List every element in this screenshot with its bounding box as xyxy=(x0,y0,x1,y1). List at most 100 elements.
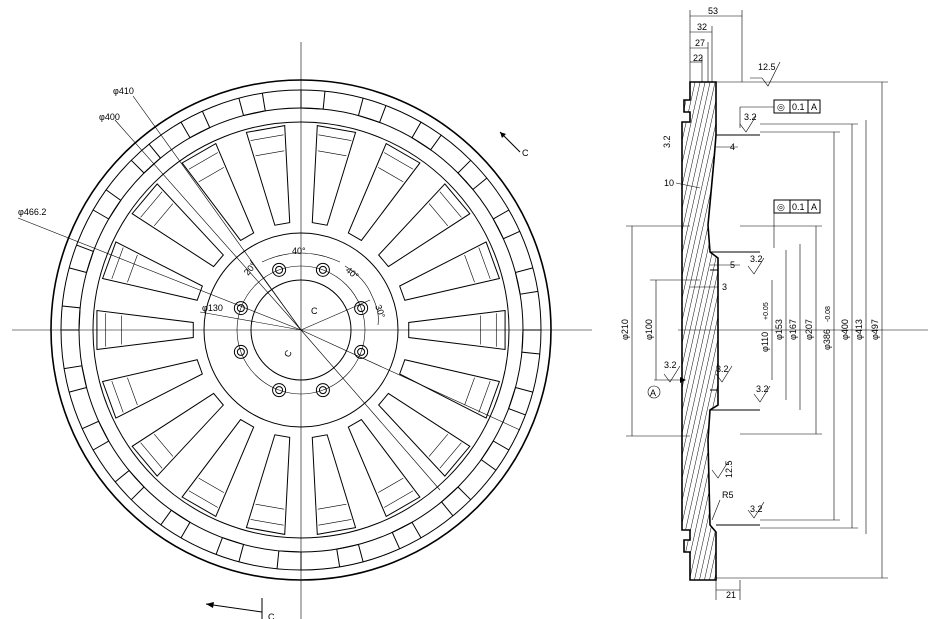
rim-notch xyxy=(521,329,541,355)
tolerance-frame-mid: ◎ 0.1 A xyxy=(773,199,821,248)
angle-40-right-label: 40° xyxy=(344,265,361,282)
spoke-slot xyxy=(101,241,203,301)
angle-40-top-label: 40° xyxy=(292,246,306,256)
dia-153: φ153 xyxy=(774,319,784,340)
rim-notch xyxy=(508,386,533,416)
dia-210: φ210 xyxy=(620,319,630,340)
svg-text:12.5: 12.5 xyxy=(724,460,734,478)
section-arrow-bottom: C xyxy=(205,598,275,619)
spoke-slot xyxy=(96,309,194,351)
svg-text:C: C xyxy=(268,612,275,619)
svg-text:A: A xyxy=(650,388,656,398)
roughness-3-2-b: 3.2 xyxy=(747,254,765,275)
right-diameter-dims xyxy=(716,81,888,579)
bolt-hole xyxy=(315,383,330,398)
rim-notch xyxy=(514,267,538,295)
tolerance-frame-top: ◎ 0.1 A xyxy=(739,99,821,128)
dia-400-label: φ400 xyxy=(99,112,120,122)
svg-text:A: A xyxy=(811,202,817,212)
dim-22: 22 xyxy=(693,53,703,63)
spoke-slot xyxy=(181,418,255,518)
hub-bore-circle xyxy=(250,279,352,381)
dia-110: φ110 xyxy=(760,332,770,352)
dim-3: 3 xyxy=(722,282,727,292)
spoke-slot xyxy=(408,309,506,351)
dim-53: 53 xyxy=(708,6,718,16)
rim-notch xyxy=(160,509,191,539)
dia-100: φ100 xyxy=(644,319,654,340)
rim-notch xyxy=(336,543,364,567)
dim-27: 27 xyxy=(695,38,705,48)
spoke-slot xyxy=(399,359,501,419)
dia-400-section: φ400 xyxy=(840,319,850,340)
spoke-slot xyxy=(311,125,357,226)
hub-outer-circle xyxy=(203,232,399,428)
svg-text:C: C xyxy=(522,148,529,158)
dia-167: φ167 xyxy=(788,319,798,340)
svg-text:◎: ◎ xyxy=(777,102,785,112)
svg-text:3.2: 3.2 xyxy=(716,364,729,374)
roughness-top: 12.5 xyxy=(758,62,776,72)
dia-410-label: φ410 xyxy=(113,86,134,96)
spoke-slot xyxy=(101,359,203,419)
dia-110-tol: +0.05 xyxy=(763,302,770,320)
svg-text:◎: ◎ xyxy=(777,202,785,212)
bolt-circle xyxy=(236,265,366,395)
section-view: 53 32 27 22 12.5 ◎ 0.1 A ◎ 0.1 A xyxy=(620,6,928,600)
rim-notch xyxy=(130,143,162,174)
rim-notch xyxy=(238,93,266,117)
roughness-3-2-side: 3.2 xyxy=(662,135,672,148)
rim-notch xyxy=(180,111,211,139)
svg-text:3.2: 3.2 xyxy=(664,360,677,370)
bolt-hole xyxy=(233,344,248,359)
roughness-3-2-c: 3.2 xyxy=(663,360,681,383)
rim-notch xyxy=(92,189,122,220)
dia-497: φ497 xyxy=(870,319,880,340)
roughness-12-5-bottom: 12.5 xyxy=(711,460,734,479)
section-arrow-top: C xyxy=(499,131,529,158)
svg-text:3.2: 3.2 xyxy=(750,504,763,514)
spokes xyxy=(96,125,506,535)
spoke-slot xyxy=(378,183,471,268)
spoke-slot xyxy=(245,125,291,226)
rim-notch xyxy=(391,521,422,549)
angle-30-label: 30° xyxy=(373,303,387,320)
svg-text:0.1: 0.1 xyxy=(792,102,805,112)
rim-notch xyxy=(480,440,510,471)
rim-notch xyxy=(440,486,472,517)
dia-130-label: φ130 xyxy=(202,303,223,313)
roughness-3-2-f: 3.2 xyxy=(747,501,765,519)
bolt-hole xyxy=(272,383,287,398)
rim-notch xyxy=(457,159,488,191)
rim-notch xyxy=(82,420,110,451)
rim-notch xyxy=(276,550,302,570)
dim-10: 10 xyxy=(664,178,674,188)
rim-notches xyxy=(61,90,541,570)
spoke-slot xyxy=(399,241,501,301)
center-mark: C xyxy=(311,306,318,316)
rim-notch xyxy=(114,469,145,501)
bolt-hole xyxy=(354,344,369,359)
spoke-slot xyxy=(181,142,255,242)
svg-text:3.2: 3.2 xyxy=(662,135,672,148)
rim-notch xyxy=(215,537,245,562)
rim-notch xyxy=(300,90,326,110)
svg-text:3.2: 3.2 xyxy=(750,254,763,264)
rim-notch xyxy=(411,121,442,151)
dim-32: 32 xyxy=(697,22,707,32)
front-view: φ410 φ400 φ466.2 φ130 40° 40° 30° 20° C … xyxy=(12,42,592,619)
dim-21: 21 xyxy=(726,590,736,600)
bolt-hole xyxy=(233,301,248,316)
spoke-slot xyxy=(311,434,357,535)
spoke-slot xyxy=(131,392,224,477)
spoke-slot xyxy=(245,434,291,535)
datum-a: A xyxy=(647,377,686,399)
roughness-3-2-e: 3.2 xyxy=(753,384,771,403)
svg-text:3.2: 3.2 xyxy=(756,384,769,394)
spoke-slot xyxy=(347,418,421,518)
spoke-slot xyxy=(131,183,224,268)
rim-notch xyxy=(64,365,88,393)
rim-notch xyxy=(492,209,520,240)
bolt-holes xyxy=(233,262,369,398)
